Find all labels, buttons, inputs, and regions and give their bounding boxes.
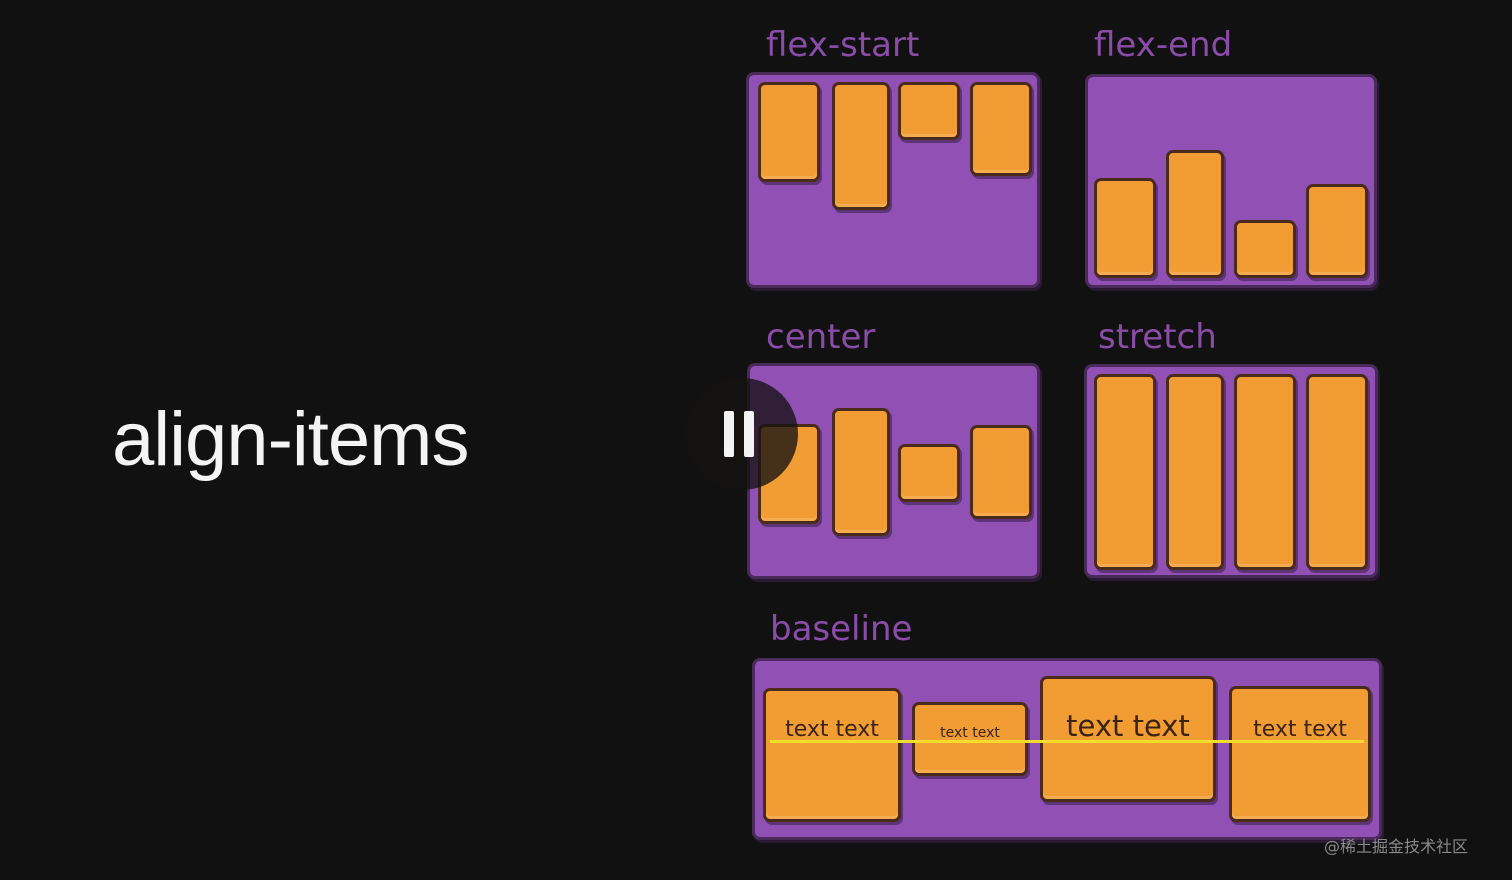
flex-start-item-2 [832,82,890,210]
center-item-3 [898,444,960,502]
baseline-item-2: text text [912,702,1028,776]
flex-start-item-3 [898,82,960,140]
stretch-item-4 [1306,374,1368,570]
stretch-item-2 [1166,374,1224,570]
stretch-item-3 [1234,374,1296,570]
label-flex-end: flex-end [1094,25,1233,65]
flex-start-item-1 [758,82,820,182]
baseline-item-1-text: text text [785,717,879,742]
headline-align-items: align-items [112,397,469,482]
baseline-item-2-text: text text [940,725,1000,741]
center-item-2 [832,408,890,536]
label-flex-start: flex-start [766,25,920,65]
center-item-4 [970,425,1032,519]
label-center: center [766,317,876,357]
baseline-item-3-text: text text [1066,709,1190,743]
flex-end-item-3 [1234,220,1296,278]
label-baseline: baseline [770,609,913,649]
watermark: @稀土掘金技术社区 [1324,837,1469,856]
baseline-item-3: text text [1040,676,1216,802]
flex-start-item-4 [970,82,1032,176]
baseline-item-4: text text [1229,686,1371,822]
pause-button[interactable] [686,378,798,490]
label-stretch: stretch [1098,317,1217,357]
baseline-guide-line [770,740,1364,743]
flex-end-item-2 [1166,150,1224,278]
flex-end-item-4 [1306,184,1368,278]
baseline-item-4-text: text text [1253,717,1347,742]
flex-end-item-1 [1094,178,1156,278]
pause-icon [724,411,754,457]
baseline-item-1: text text [763,688,901,822]
stretch-item-1 [1094,374,1156,570]
